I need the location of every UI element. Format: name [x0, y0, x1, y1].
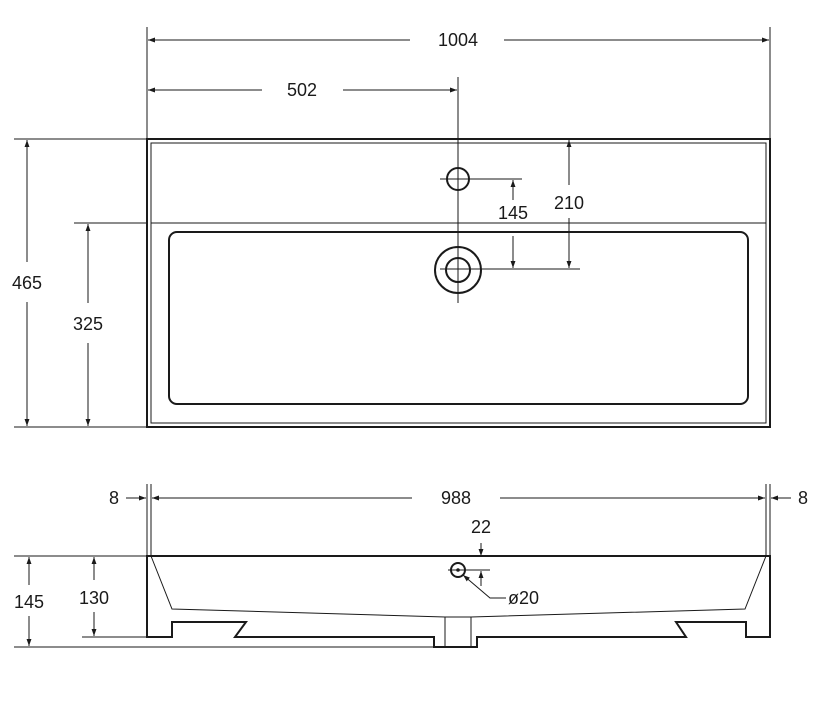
- dim-label-inner-width: 988: [441, 488, 471, 508]
- dim-label-overflow-offset: 22: [471, 517, 491, 537]
- dim-label-tap-to-drain: 145: [498, 203, 528, 223]
- dim-label-half-width: 502: [287, 80, 317, 100]
- side-view: 988 8 8 22 ø20 145 130: [14, 484, 808, 648]
- dim-label-overflow-diameter: ø20: [508, 588, 539, 608]
- dim-label-back-to-drain: 210: [554, 193, 584, 213]
- dim-label-left-offset: 8: [109, 488, 119, 508]
- dim-label-total-height: 145: [14, 592, 44, 612]
- dim-label-bowl-depth: 325: [73, 314, 103, 334]
- top-view: 1004 502 465 325 145 210: [12, 27, 771, 428]
- overflow-leader: [462, 574, 506, 599]
- dim-label-overall-width: 1004: [438, 30, 478, 50]
- basin-inner-profile: [150, 555, 767, 618]
- basin-side-outline: [146, 555, 771, 648]
- dim-label-overall-depth: 465: [12, 273, 42, 293]
- dim-label-body-height: 130: [79, 588, 109, 608]
- dim-label-right-offset: 8: [798, 488, 808, 508]
